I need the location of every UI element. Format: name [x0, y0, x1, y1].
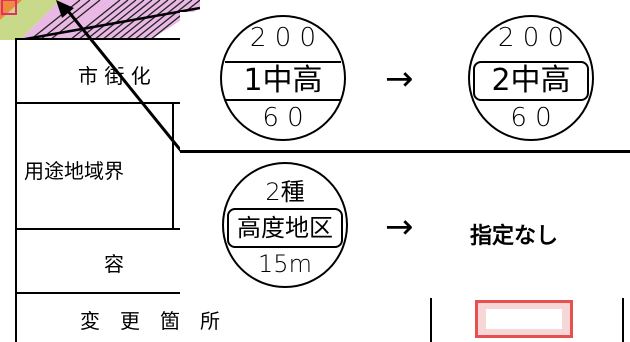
seal-floor-ratio: 2 0 0	[249, 23, 317, 53]
map-fragment	[0, 0, 200, 40]
height-district-seal: 2種 高度地区 15m	[222, 162, 348, 288]
after-zoning-seal: 2 0 0 2中高 6 0	[468, 15, 594, 141]
seal-zone-name: 2中高	[473, 61, 589, 101]
arrow-right-icon: →	[385, 207, 414, 247]
table-border-left	[15, 38, 17, 342]
table-col-divider	[622, 292, 624, 342]
before-zoning-seal: 2 0 0 1中高 6 0	[220, 15, 346, 141]
table-col-divider	[430, 292, 432, 342]
row-label-change-location: 変 更 箇 所	[80, 309, 220, 333]
seal-zone-name: 1中高	[225, 61, 341, 101]
arrow-right-icon: →	[385, 59, 414, 99]
seal-height-district: 高度地区	[227, 208, 343, 248]
table-col-divider	[172, 104, 174, 228]
seal-coverage-ratio: 6 0	[262, 103, 304, 133]
seal-height-class: 2種	[265, 178, 305, 206]
seal-coverage-ratio: 6 0	[510, 103, 552, 133]
change-location-swatch	[475, 300, 573, 338]
height-result-label: 指定なし	[470, 224, 559, 249]
seal-height-limit: 15m	[258, 250, 312, 278]
row-label-capacity: 容	[104, 252, 124, 276]
leader-line	[56, 0, 184, 153]
row-label-zone-boundary: 用途地域界	[24, 159, 124, 183]
table-row-divider	[15, 228, 185, 230]
overlay-divider	[180, 150, 630, 153]
table-row-divider	[15, 102, 185, 104]
seal-floor-ratio: 2 0 0	[497, 23, 565, 53]
